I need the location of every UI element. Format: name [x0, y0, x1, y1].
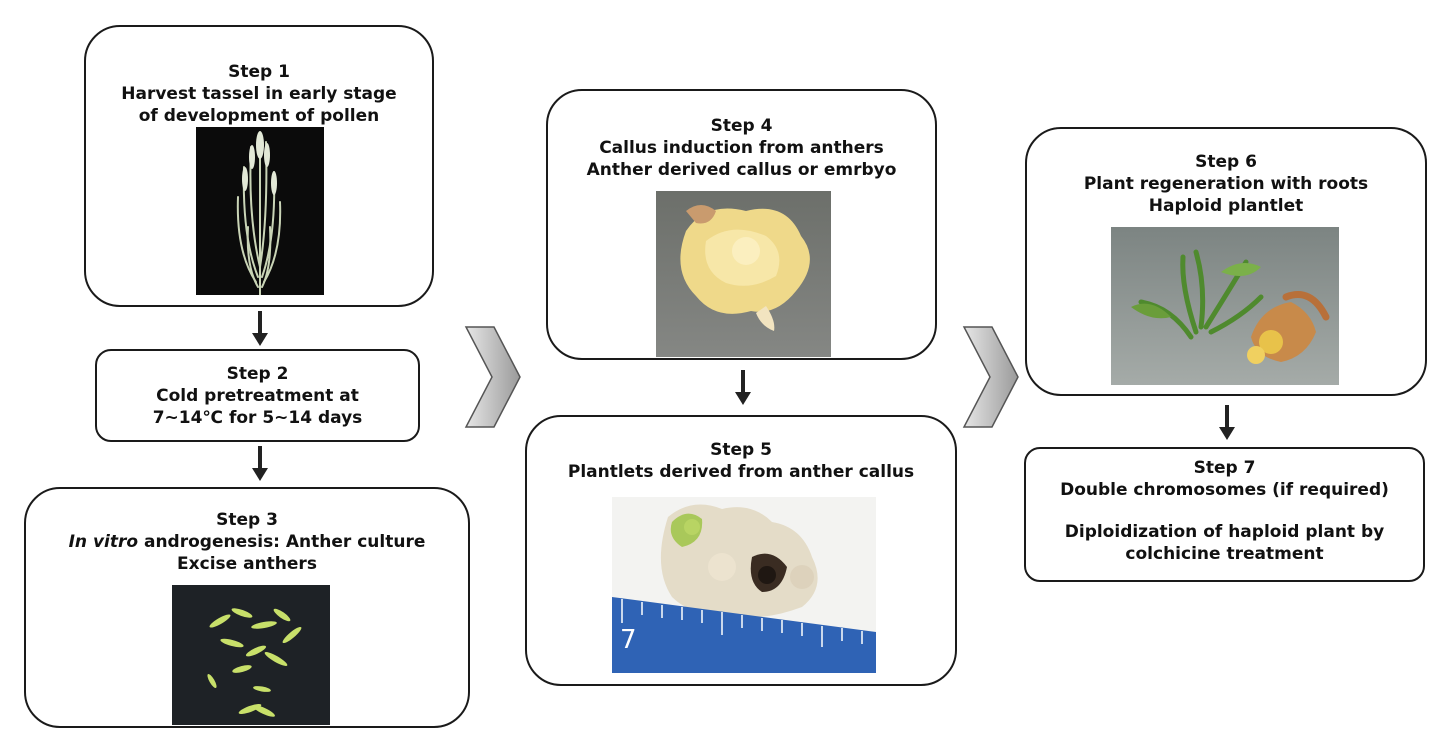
step-2-title: Step 2 — [226, 364, 289, 384]
step-7-line-2: Diploidization of haploid plant by — [1064, 522, 1385, 542]
step-2-line-1: Cold pretreatment at — [156, 386, 359, 406]
step-3-line-2: Excise anthers — [177, 554, 317, 574]
arrow-down-icon — [735, 370, 751, 405]
step-3-title: Step 3 — [216, 510, 278, 530]
step-4-title: Step 4 — [710, 116, 773, 136]
step-3-line-1: In vitro androgenesis: Anther culture — [26, 531, 468, 553]
step-4-line-2: Anther derived callus or emrbyo — [586, 160, 897, 180]
step-2-box: Step 2 Cold pretreatment at 7~14℃ for 5~… — [95, 349, 420, 442]
haploid-plantlet-photo — [1111, 227, 1339, 385]
tassel-photo — [196, 127, 324, 295]
step-4-box: Step 4 Callus induction from anthers Ant… — [546, 89, 937, 360]
step-5-box: Step 5 Plantlets derived from anther cal… — [525, 415, 957, 686]
step-7-line-3: colchicine treatment — [1125, 544, 1324, 564]
step-3-box: Step 3 In vitro androgenesis: Anther cul… — [24, 487, 470, 728]
step-1-line-1: Harvest tassel in early stage — [121, 84, 397, 104]
step-4-line-1: Callus induction from anthers — [599, 138, 884, 158]
step-1-box: Step 1 Harvest tassel in early stage of … — [84, 25, 434, 307]
plantlets-photo: 7 — [612, 497, 876, 673]
chevron-right-icon — [962, 326, 1019, 428]
step-6-line-2: Haploid plantlet — [1148, 196, 1304, 216]
step-6-line-1: Plant regeneration with roots — [1083, 174, 1369, 194]
chevron-right-icon — [464, 326, 521, 428]
arrow-down-icon — [252, 446, 268, 481]
step-5-line-1: Plantlets derived from anther callus — [567, 462, 915, 482]
step-7-title: Step 7 — [1193, 458, 1256, 478]
step-6-title: Step 6 — [1195, 152, 1257, 172]
step-1-line-2: of development of pollen — [138, 106, 380, 126]
step-1-title: Step 1 — [228, 62, 290, 82]
arrow-down-icon — [252, 311, 268, 346]
step-2-line-2: 7~14℃ for 5~14 days — [152, 408, 363, 428]
step-7-box: Step 7 Double chromosomes (if required) … — [1024, 447, 1425, 582]
step-5-title: Step 5 — [710, 440, 772, 460]
anthers-photo — [172, 585, 330, 725]
callus-photo — [656, 191, 831, 357]
arrow-down-icon — [1219, 405, 1235, 440]
step-3-line-1-rest: androgenesis: Anther culture — [138, 532, 426, 552]
ruler-label: 7 — [620, 625, 637, 655]
step-7-line-1: Double chromosomes (if required) — [1060, 480, 1389, 500]
step-3-italic-text: In vitro — [68, 532, 139, 552]
step-6-box: Step 6 Plant regeneration with roots Hap… — [1025, 127, 1427, 396]
